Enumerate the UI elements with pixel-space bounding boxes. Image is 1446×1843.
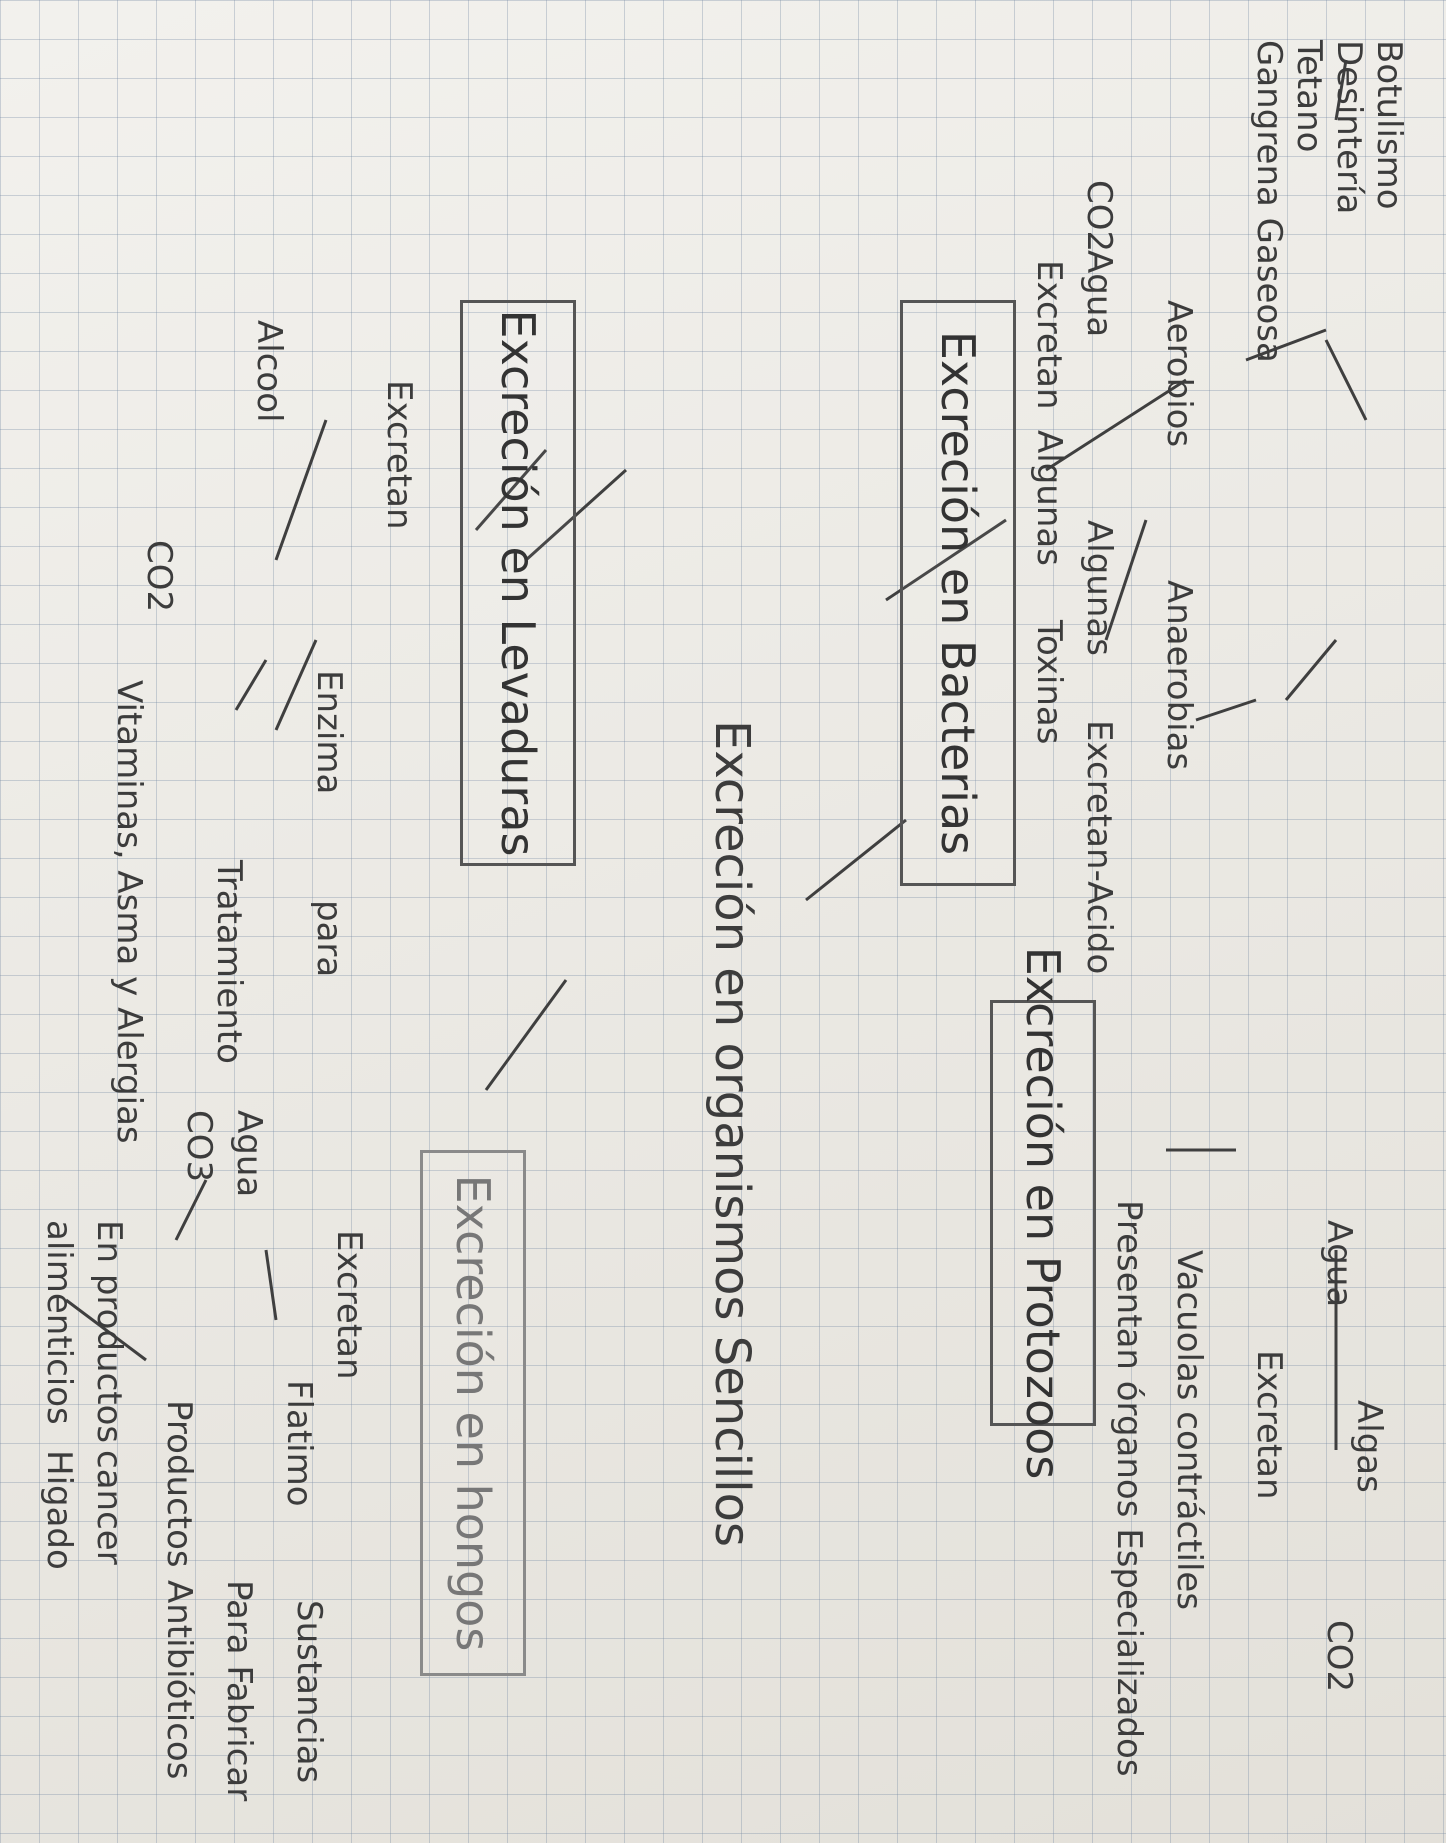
bacterias-excretan: Excretan bbox=[1029, 260, 1069, 410]
disease-gangrena: Gangrena Gaseosa bbox=[1249, 40, 1289, 363]
protozoos-co2: CO2 bbox=[1319, 1620, 1359, 1693]
hongos-productos: Productos bbox=[159, 1400, 199, 1568]
hongos-higado: Higado bbox=[39, 1450, 79, 1570]
box-excrecion-bacterias: Excreción en Bacterias bbox=[900, 300, 1016, 886]
main-title: Excreción en organismos Sencillos bbox=[704, 720, 760, 1547]
hongos-agua: Agua bbox=[229, 1110, 269, 1198]
levaduras-para: para bbox=[309, 900, 349, 978]
protozoos-vacuolas: Vacuolas contráctiles bbox=[1169, 1250, 1209, 1611]
disease-desinteria: Desintería bbox=[1329, 40, 1369, 215]
disease-botulismo: Botulismo bbox=[1369, 40, 1409, 210]
bacterias-toxinas: Toxinas bbox=[1029, 620, 1069, 745]
disease-tetano: Tetano bbox=[1289, 40, 1329, 153]
protozoos-algas: Algas bbox=[1349, 1400, 1389, 1493]
bacterias-excretan-acido: Excretan-Acido bbox=[1079, 720, 1119, 975]
levaduras-excretan: Excretan bbox=[379, 380, 419, 530]
protozoos-excretan: Excretan bbox=[1249, 1350, 1289, 1500]
levaduras-enzima: Enzima bbox=[309, 670, 349, 795]
bacterias-anaerobios: Anaerobias bbox=[1159, 580, 1199, 771]
bacterias-algunas: Algunas bbox=[1029, 430, 1069, 566]
box-excrecion-levaduras: Excreción en Levaduras bbox=[460, 300, 576, 866]
box-excrecion-protozoos: Excreción en Protozoos bbox=[990, 947, 1096, 1479]
levaduras-co2: CO2 bbox=[139, 540, 179, 613]
hongos-alimenticios: alimenticios bbox=[39, 1220, 79, 1425]
box-excrecion-hongos: Excreción en hongos bbox=[420, 1150, 526, 1676]
hongos-cancer: cancer bbox=[89, 1450, 129, 1565]
bacterias-co2: CO2 bbox=[1079, 180, 1119, 253]
levaduras-alcool: Alcool bbox=[249, 320, 289, 423]
hongos-en-productos: En productos bbox=[89, 1220, 129, 1444]
levaduras-vitaminas: Vitaminas, Asma y Alergias bbox=[109, 680, 149, 1144]
levaduras-tratamiento: Tratamiento bbox=[209, 860, 249, 1064]
bacterias-algunas-2: Algunas bbox=[1079, 520, 1119, 656]
protozoos-agua: Agua bbox=[1319, 1220, 1359, 1308]
hongos-flatimo: Flatimo bbox=[279, 1380, 319, 1507]
hongos-excretan: Excretan bbox=[329, 1230, 369, 1380]
hongos-antibioticos: Antibióticos bbox=[159, 1580, 199, 1780]
hongos-sustancias: Sustancias bbox=[289, 1600, 329, 1784]
hongos-para-fabricar: Para Fabricar bbox=[219, 1580, 259, 1802]
protozoos-presentan: Presentan órganos Especializados bbox=[1109, 1200, 1149, 1777]
hongos-co2: CO3 bbox=[179, 1110, 219, 1183]
bacterias-agua: Agua bbox=[1079, 250, 1119, 338]
bacterias-aerobios: Aerobios bbox=[1159, 300, 1199, 448]
